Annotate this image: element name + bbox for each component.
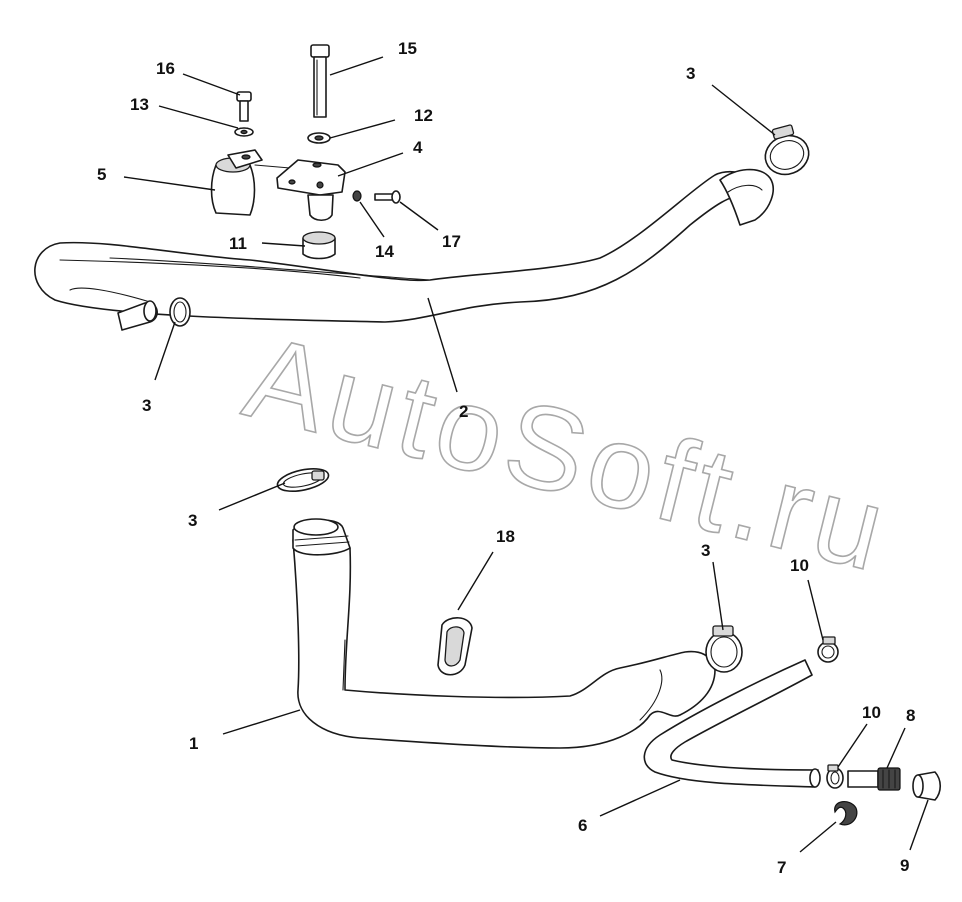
spring-clip-7 (834, 801, 858, 826)
callout-3-right: 3 (701, 541, 710, 560)
callout-10-bottom: 10 (862, 703, 881, 722)
hose-clamp-lower-left (276, 468, 330, 492)
callout-14: 14 (375, 242, 394, 261)
screw-17 (374, 190, 401, 204)
hose-clamp-lower-right (705, 625, 743, 673)
callout-1: 1 (189, 734, 198, 753)
callout-7: 7 (777, 858, 786, 877)
callout-18: 18 (496, 527, 515, 546)
bushing-11 (302, 231, 336, 260)
callout-9: 9 (900, 856, 909, 875)
callout-11: 11 (229, 234, 247, 253)
cap-9 (912, 771, 942, 801)
washer-13 (234, 127, 254, 137)
callout-10-top: 10 (790, 556, 809, 575)
callout-labels: 16 15 13 12 4 5 3 14 17 11 3 2 3 18 3 10… (97, 39, 915, 877)
hose-clamp-top-right (764, 124, 810, 176)
callout-13: 13 (130, 95, 149, 114)
strap-bracket-5 (210, 149, 291, 216)
callout-2: 2 (459, 402, 468, 421)
bolt-15 (310, 44, 330, 118)
leader-lines (123, 56, 929, 853)
callout-6: 6 (578, 816, 587, 835)
seal-18 (437, 617, 473, 676)
bolt-16 (236, 91, 252, 122)
callout-3-mid: 3 (188, 511, 197, 530)
callout-16: 16 (156, 59, 175, 78)
fitting-8 (847, 767, 901, 791)
hose-clamp-10-top (817, 636, 839, 663)
bracket-4 (276, 159, 346, 222)
callout-5: 5 (97, 165, 106, 184)
callout-4: 4 (413, 138, 423, 157)
small-hose-part-6 (643, 659, 821, 788)
callout-3-top: 3 (686, 64, 695, 83)
callout-17: 17 (442, 232, 461, 251)
o-ring-14 (352, 190, 362, 202)
callout-3-left: 3 (142, 396, 151, 415)
washer-12 (307, 132, 331, 144)
lower-hose-part-1 (292, 518, 716, 749)
callout-12: 12 (414, 106, 433, 125)
hose-clamp-10-bottom (826, 764, 844, 789)
callout-8: 8 (906, 706, 915, 725)
upper-hose-part-2 (34, 168, 774, 331)
callout-15: 15 (398, 39, 417, 58)
hose-clamp-left (169, 297, 191, 327)
